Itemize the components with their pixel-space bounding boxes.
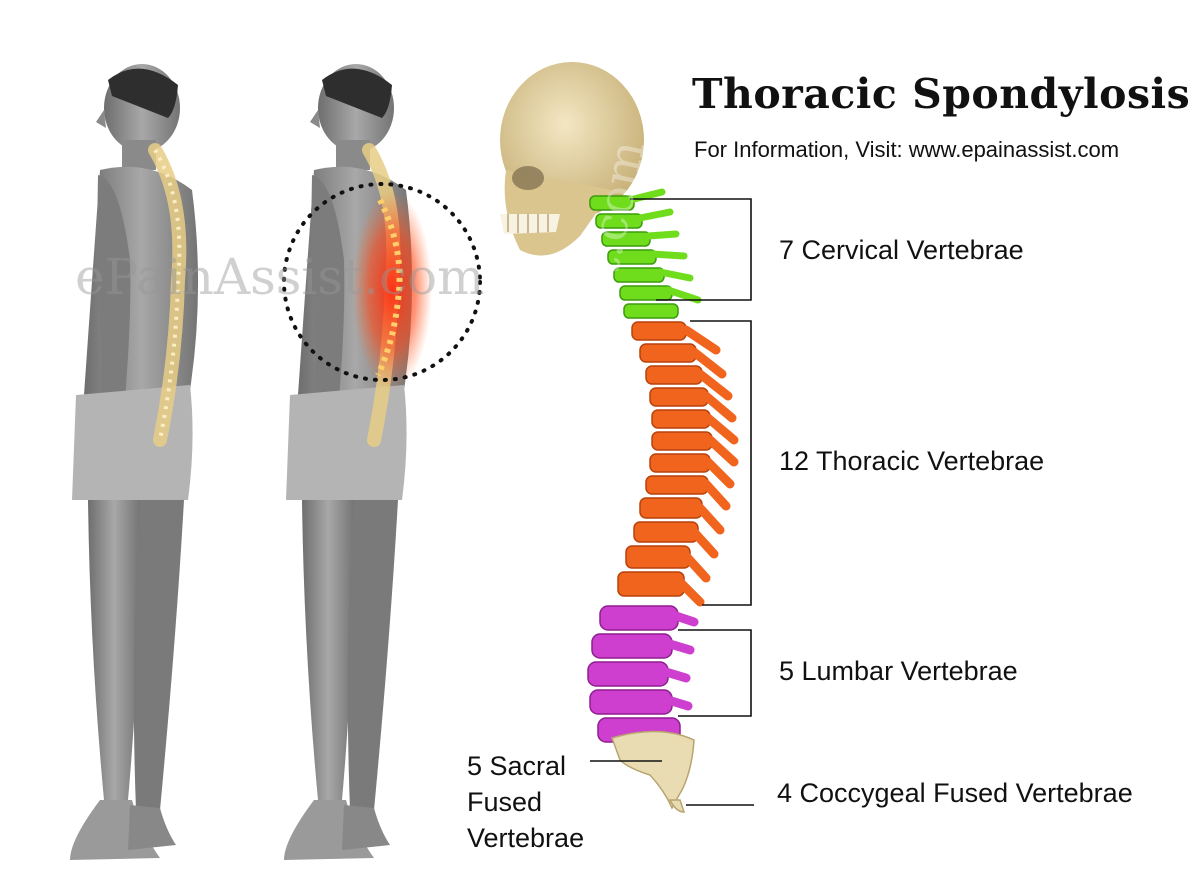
label-thoracic: 12 Thoracic Vertebrae: [779, 446, 1045, 476]
lumbar-vertebrae: [587, 605, 699, 743]
bracket-cervical: [630, 198, 752, 301]
spine-column: [587, 188, 739, 813]
pain-glow: [352, 190, 432, 390]
human-figure-pain: [282, 64, 482, 860]
label-coccygeal: 4 Coccygeal Fused Vertebrae: [777, 778, 1133, 808]
thoracic-vertebrae: [617, 321, 739, 607]
human-figure-normal: [70, 64, 199, 860]
label-sacral: 5 Sacral Fused Vertebrae: [467, 751, 585, 853]
watermark-figure: ePainAssist.com: [75, 248, 485, 306]
skull: [500, 62, 644, 256]
page-title: Thoracic Spondylosis: [692, 70, 1191, 118]
label-cervical: 7 Cervical Vertebrae: [779, 235, 1024, 265]
highlight-circle: [282, 182, 482, 382]
bracket-lumbar: [678, 629, 752, 717]
label-lumbar: 5 Lumbar Vertebrae: [779, 656, 1018, 686]
bracket-thoracic: [690, 320, 752, 606]
sacrum-coccyx: [611, 730, 695, 813]
cervical-vertebrae: [589, 188, 702, 319]
page-subtitle: For Information, Visit: www.epainassist.…: [694, 137, 1120, 162]
brackets: [590, 198, 754, 806]
